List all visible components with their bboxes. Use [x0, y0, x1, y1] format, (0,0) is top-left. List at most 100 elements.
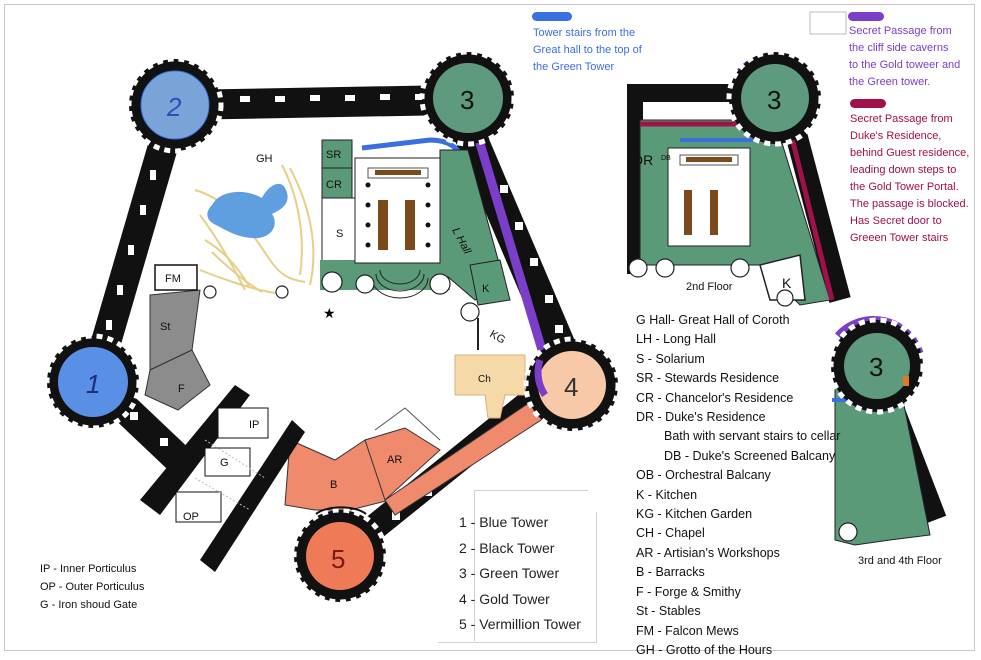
chapel [454, 354, 526, 419]
label-sr: SR [326, 149, 341, 161]
porticus-item: G - Iron shoud Gate [40, 599, 138, 611]
label-ip: IP [249, 419, 259, 431]
label-gh: GH [256, 153, 273, 165]
forge [144, 349, 211, 411]
cr-room [321, 167, 353, 199]
legend-item: FM - Falcon Mews [636, 623, 739, 638]
legend-item: K - Kitchen [636, 487, 698, 502]
label-k: K [482, 283, 490, 295]
red-passage-swatch [850, 99, 886, 108]
note-line: Secret Passage from [849, 25, 952, 37]
legend-item: DB - Duke's Screened Balcany [664, 448, 836, 463]
floor34-tower [828, 317, 926, 415]
label-s: S [336, 228, 343, 240]
note-line: Tower stairs from the [533, 27, 636, 39]
third-fourth-floor-plan: 3 [828, 315, 947, 546]
legend-item: Bath with servant stairs to cellar [664, 429, 841, 444]
legend-item: F - Forge & Smithy [636, 584, 741, 599]
label-f: F [178, 383, 185, 395]
legend-item: OB - Orchestral Balcany [636, 468, 771, 483]
tower-list-item: 4 - Gold Tower [459, 590, 550, 607]
label-b: B [330, 479, 337, 491]
purple-passage-swatch [848, 12, 884, 21]
tower-list-item: 2 - Black Tower [459, 539, 555, 556]
note-line: leading down steps to [850, 164, 957, 176]
legend-item: S - Solarium [636, 351, 705, 366]
label-tower-5: 5 [331, 544, 345, 574]
label-fm: FM [165, 273, 181, 285]
workshop-outline [374, 407, 441, 441]
label-op: OP [183, 511, 199, 523]
tower-2 [126, 56, 224, 154]
legend-item: St - Stables [636, 604, 701, 619]
tower-3 [419, 49, 517, 147]
label-st: St [160, 321, 170, 333]
third-fourth-floor-caption: 3rd and 4th Floor [858, 555, 942, 567]
star-marker: ★ [323, 305, 336, 321]
note-line: the cliff side caverns [849, 42, 949, 54]
label-floor2-tower: 3 [767, 85, 781, 115]
floor2-tower [726, 49, 824, 147]
label-cr: CR [326, 179, 342, 191]
room-legend: G Hall- Great Hall of Coroth LH - Long Ha… [636, 311, 840, 660]
porticus-item: IP - Inner Porticulus [40, 563, 137, 575]
legend-item: GH - Grotto of the Hours [636, 642, 773, 657]
towers-box-frame [474, 490, 588, 641]
label-tower-3: 3 [460, 85, 474, 115]
blue-stairs-note: Tower stairs from the Great hall to the … [533, 25, 642, 76]
gatehouse [140, 385, 305, 572]
kitchen-room [469, 259, 511, 306]
spiral-stairs [203, 271, 480, 322]
label-ch: Ch [478, 374, 491, 385]
note-line: to the Gold toweer and [849, 59, 961, 71]
legend-frame-top [809, 11, 847, 35]
legend-item: G Hall- Great Hall of Coroth [636, 313, 790, 327]
note-line: the Gold Tower Portal. [850, 181, 959, 193]
note-line: Secret Passage from [850, 113, 953, 125]
note-line: behind Guest residence, [850, 147, 970, 159]
green-hall-base [320, 260, 450, 290]
label-floor2-k: K [782, 275, 792, 291]
porticus-legend: IP - Inner Porticulus OP - Outer Porticu… [40, 560, 144, 614]
legend-item: LH - Long Hall [636, 332, 716, 347]
note-line: Duke's Residence, [850, 130, 942, 142]
note-line: the Green Tower [533, 61, 615, 73]
tower-list-item: 1 - Blue Tower [459, 514, 549, 530]
great-hall [354, 157, 441, 299]
grotto-pond [207, 183, 288, 239]
note-line: Great hall to the top of [533, 44, 642, 56]
green-buildings [320, 139, 511, 306]
artisans-workshops [364, 427, 441, 501]
tower-4 [523, 336, 621, 434]
towers-box-frame-inner [438, 512, 597, 643]
tower-1 [44, 333, 142, 431]
legend-item: B - Barracks [636, 565, 705, 580]
label-floor34-tower: 3 [869, 352, 883, 382]
label-dr: DR [633, 152, 653, 168]
legend-item: KG - Kitchen Garden [636, 507, 753, 522]
note-line: Has Secret door to [850, 215, 942, 227]
note-line: The passage is blocked. [850, 198, 969, 210]
note-line: the Green tower. [849, 76, 931, 88]
legend-item: CH - Chapel [636, 526, 705, 541]
label-tower-1: 1 [86, 369, 100, 399]
tower-5 [291, 506, 389, 605]
purple-secret-passage [465, 108, 550, 362]
label-tower-4: 4 [564, 372, 578, 402]
falcon-mews [154, 264, 198, 291]
porticus-item: OP - Outer Porticulus [40, 581, 145, 593]
floor2-kitchen [759, 254, 806, 301]
legend-item: DR - Duke's Residence [636, 410, 766, 425]
map-frame [4, 4, 975, 651]
second-floor-caption: 2nd Floor [686, 281, 733, 293]
label-ar: AR [387, 454, 402, 466]
label-tower-2: 2 [166, 92, 182, 122]
garden-paths [194, 164, 315, 294]
label-g: G [220, 457, 229, 469]
main-castle: ★ [44, 49, 621, 605]
tower-list-item: 5 - Vermillion Tower [459, 616, 581, 632]
legend-item: CR - Chancelor's Residence [636, 390, 794, 405]
legend-item: AR - Artisian's Workshops [636, 545, 780, 560]
second-floor-plan: 3 DR DB K [627, 49, 851, 307]
